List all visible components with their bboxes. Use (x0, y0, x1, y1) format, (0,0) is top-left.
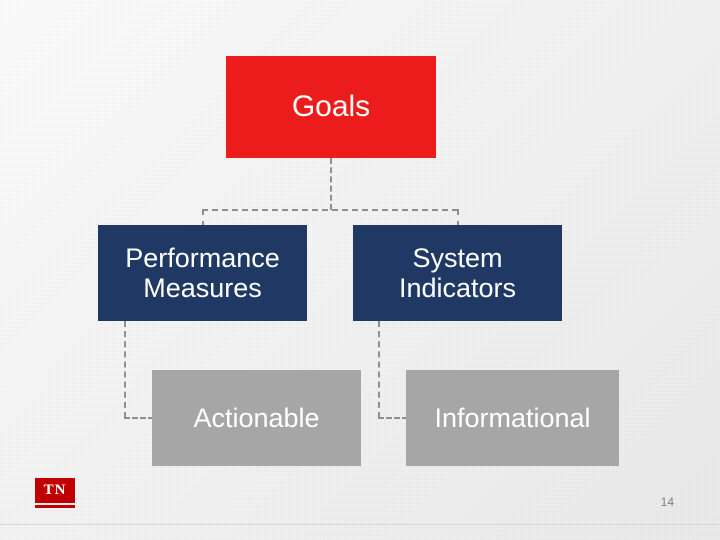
connector-to-performance-measures (202, 209, 204, 227)
tn-logo-text: TN (35, 478, 75, 503)
tn-logo-underline (35, 505, 75, 508)
node-system-indicators[interactable]: System Indicators (353, 225, 562, 321)
page-number: 14 (660, 495, 674, 509)
node-actionable-label: Actionable (193, 402, 320, 433)
node-informational[interactable]: Informational (406, 370, 619, 466)
connector-performance-measures-stem (124, 321, 126, 418)
connector-goals-stem (330, 158, 332, 210)
node-performance-measures-label: Performance Measures (125, 242, 280, 303)
tn-logo: TN (35, 478, 75, 508)
connector-to-actionable (124, 417, 154, 419)
connector-goals-bus (202, 209, 458, 211)
node-informational-label: Informational (434, 402, 591, 433)
connector-to-system-indicators (457, 209, 459, 227)
connector-to-informational (378, 417, 408, 419)
footer-divider (0, 524, 720, 525)
node-system-indicators-label: System Indicators (398, 242, 517, 303)
node-actionable[interactable]: Actionable (152, 370, 361, 466)
node-goals[interactable]: Goals (226, 56, 436, 158)
node-performance-measures[interactable]: Performance Measures (98, 225, 307, 321)
node-goals-label: Goals (291, 90, 371, 124)
connector-system-indicators-stem (378, 321, 380, 418)
